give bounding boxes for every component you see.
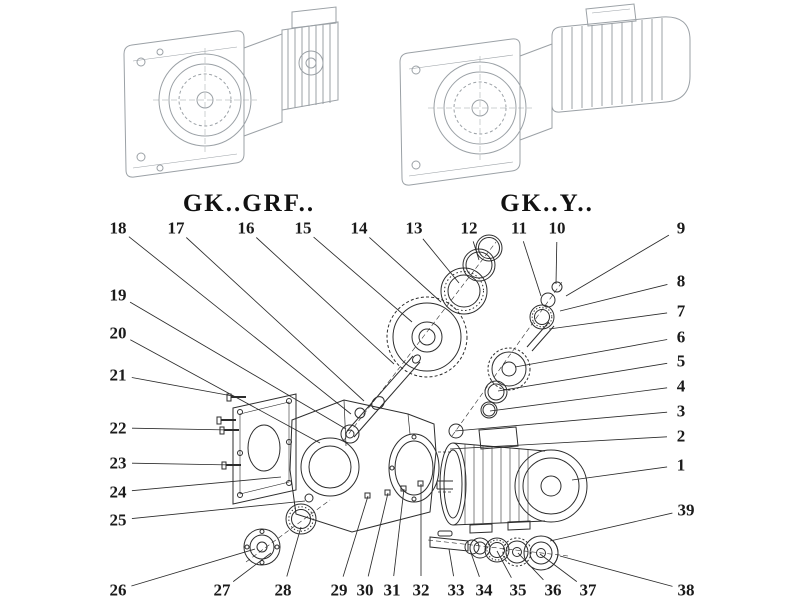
part-number-30: 30 xyxy=(356,580,374,600)
model-label-grf: GK..GRF.. xyxy=(182,190,316,217)
part-number-32: 32 xyxy=(412,580,430,600)
leader-line-16 xyxy=(256,237,395,365)
leader-line-7 xyxy=(548,312,668,330)
leader-line-4 xyxy=(489,387,668,412)
part-number-8: 8 xyxy=(676,271,686,291)
part-number-36: 36 xyxy=(544,580,562,600)
part-number-37: 37 xyxy=(579,580,597,600)
part-number-35: 35 xyxy=(509,580,527,600)
leader-line-5 xyxy=(497,362,668,392)
leader-line-30 xyxy=(367,492,389,577)
part-number-9: 9 xyxy=(676,218,686,238)
leader-line-27 xyxy=(232,552,272,582)
part-number-16: 16 xyxy=(237,218,255,238)
leader-line-18 xyxy=(128,236,352,415)
part-number-26: 26 xyxy=(109,580,127,600)
part-number-27: 27 xyxy=(213,580,231,600)
part-number-5: 5 xyxy=(676,351,686,371)
leader-line-37 xyxy=(539,553,578,582)
leader-line-29 xyxy=(342,495,369,577)
part-number-4: 4 xyxy=(676,376,686,396)
leader-line-17 xyxy=(186,237,365,402)
part-number-39: 39 xyxy=(677,500,695,520)
screw-set xyxy=(216,393,246,470)
leader-line-21 xyxy=(131,377,239,398)
part-number-1: 1 xyxy=(676,455,686,475)
leader-line-10 xyxy=(555,241,558,285)
leader-line-2 xyxy=(449,436,668,450)
leader-line-35 xyxy=(496,550,512,578)
leader-line-24 xyxy=(131,476,282,492)
part-number-20: 20 xyxy=(109,323,127,343)
part-number-33: 33 xyxy=(447,580,465,600)
leader-line-31 xyxy=(393,488,405,577)
leader-line-9 xyxy=(565,234,670,297)
model-label-y: GK..Y.. xyxy=(500,190,594,217)
leader-lines xyxy=(128,234,673,587)
part-number-13: 13 xyxy=(405,218,423,238)
part-number-23: 23 xyxy=(109,453,127,473)
part-number-18: 18 xyxy=(109,218,127,238)
leader-line-25 xyxy=(131,500,306,520)
leader-line-11 xyxy=(522,241,542,297)
leader-line-12 xyxy=(472,241,480,261)
leader-line-38 xyxy=(559,555,673,587)
part-number-38: 38 xyxy=(677,580,695,600)
leader-line-34 xyxy=(469,549,480,577)
part-number-11: 11 xyxy=(510,218,528,238)
part-number-28: 28 xyxy=(274,580,292,600)
leader-line-39 xyxy=(549,512,673,542)
leader-line-15 xyxy=(313,236,413,323)
exploded-view-drawing xyxy=(216,234,588,571)
leader-line-3 xyxy=(454,411,668,432)
part-number-34: 34 xyxy=(475,580,493,600)
part-number-29: 29 xyxy=(330,580,348,600)
part-number-17: 17 xyxy=(167,218,185,238)
part-number-19: 19 xyxy=(109,285,127,305)
part-number-12: 12 xyxy=(460,218,478,238)
leader-line-14 xyxy=(369,237,442,303)
leader-line-23 xyxy=(131,462,235,466)
leader-line-6 xyxy=(514,339,668,368)
part-number-2: 2 xyxy=(676,426,686,446)
leader-line-8 xyxy=(559,283,668,312)
leader-line-20 xyxy=(130,339,321,444)
part-number-14: 14 xyxy=(350,218,368,238)
leader-line-36 xyxy=(517,552,544,581)
part-number-10: 10 xyxy=(548,218,566,238)
leader-line-28 xyxy=(286,526,302,577)
part-number-3: 3 xyxy=(676,401,686,421)
part-number-22: 22 xyxy=(109,418,127,438)
gearbox-y-motor-drawing xyxy=(399,3,691,186)
part-number-7: 7 xyxy=(676,301,686,321)
part-number-31: 31 xyxy=(383,580,401,600)
leader-line-26 xyxy=(131,548,256,587)
part-number-15: 15 xyxy=(294,218,312,238)
leader-line-13 xyxy=(422,238,460,284)
leader-line-22 xyxy=(131,427,232,431)
part-number-25: 25 xyxy=(109,510,127,530)
part-number-6: 6 xyxy=(676,327,686,347)
leader-line-1 xyxy=(571,466,668,481)
leader-line-33 xyxy=(448,548,455,577)
leader-line-19 xyxy=(129,301,347,430)
gearbox-grf-drawing xyxy=(123,6,339,178)
part-number-21: 21 xyxy=(109,365,127,385)
part-number-24: 24 xyxy=(109,482,127,502)
